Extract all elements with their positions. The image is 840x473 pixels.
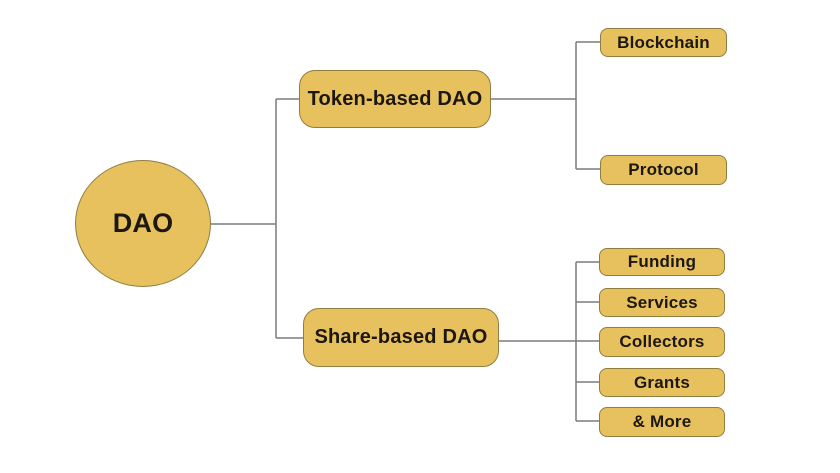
node-services: Services <box>599 288 725 317</box>
node-and-more: & More <box>599 407 725 437</box>
node-dao: DAO <box>75 160 211 287</box>
node-funding: Funding <box>599 248 725 276</box>
node-grants: Grants <box>599 368 725 397</box>
node-protocol: Protocol <box>600 155 727 185</box>
node-token-based-dao: Token-based DAO <box>299 70 491 128</box>
node-collectors: Collectors <box>599 327 725 357</box>
node-share-based-dao: Share-based DAO <box>303 308 499 367</box>
node-blockchain: Blockchain <box>600 28 727 57</box>
